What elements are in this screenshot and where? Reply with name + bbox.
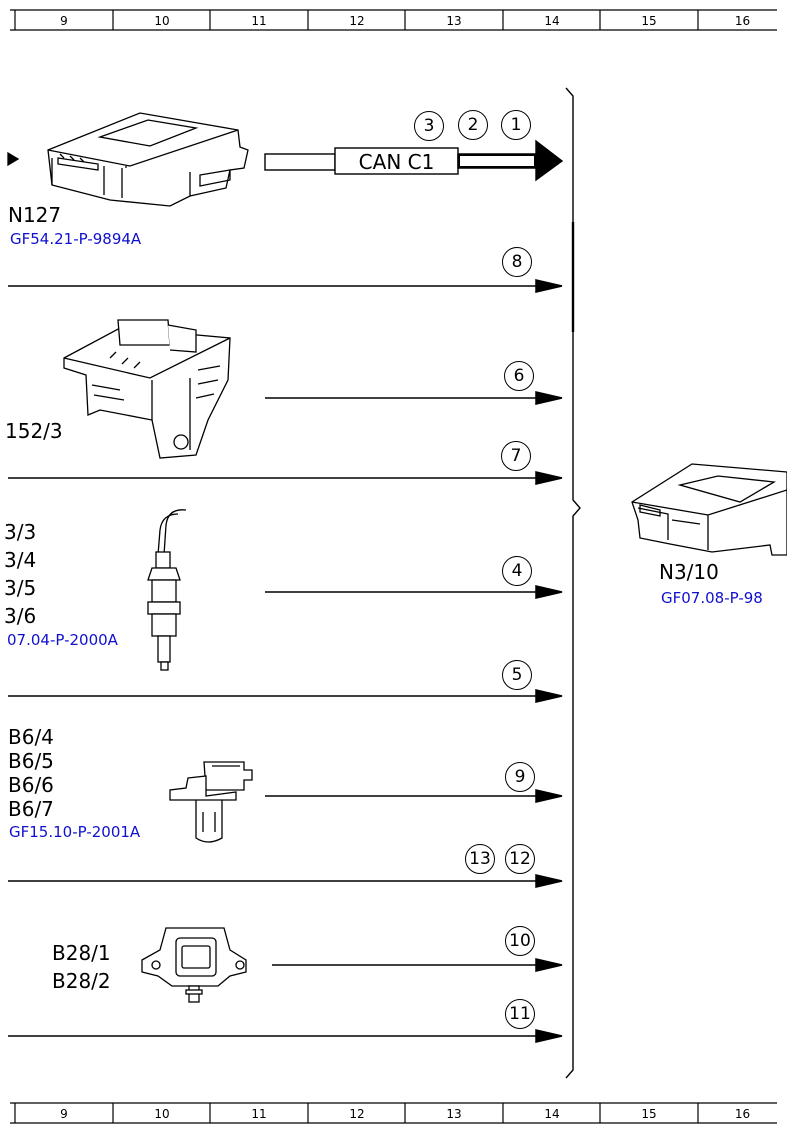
o2-sensor-ref-link[interactable]: 07.04-P-2000A — [7, 631, 118, 649]
can-circle-number: 2 — [458, 110, 488, 140]
ruler-top-col: 13 — [446, 14, 462, 28]
b6-label: B6/6 — [8, 773, 54, 797]
ruler-top-col: 11 — [251, 14, 267, 28]
top-ruler — [10, 9, 777, 31]
can-circle-number: 1 — [501, 110, 531, 140]
can-bus-label: CAN C1 — [358, 150, 435, 174]
signal-circle-number: 13 — [465, 844, 495, 874]
ruler-bottom-col: 14 — [544, 1107, 560, 1121]
camshaft-sensor-icon — [169, 761, 253, 843]
n3-10-control-unit-icon — [631, 463, 787, 556]
n127-ref-link[interactable]: GF54.21-P-9894A — [10, 230, 142, 248]
oxygen-sensor-icon — [147, 509, 187, 671]
b6-ref-link[interactable]: GF15.10-P-2001A — [9, 823, 141, 841]
n127-control-unit-icon — [7, 112, 249, 207]
signal-circle-number: 11 — [505, 999, 535, 1029]
signal-circle-number: 4 — [502, 556, 532, 586]
b28-label: B28/1 — [52, 941, 111, 965]
b28-label: B28/2 — [52, 969, 111, 993]
ruler-top-col: 9 — [60, 14, 68, 28]
b6-label: B6/4 — [8, 725, 54, 749]
b6-label: B6/5 — [8, 749, 54, 773]
n127-label: N127 — [8, 203, 62, 227]
input-bracket — [565, 87, 581, 1079]
n3-10-ref-link[interactable]: GF07.08-P-98 — [661, 589, 763, 607]
signal-arrows — [8, 279, 563, 1043]
pressure-sensor-icon — [141, 927, 247, 1003]
ruler-top-col: 14 — [544, 14, 560, 28]
ruler-top-col: 10 — [154, 14, 170, 28]
ruler-bottom-col: 11 — [251, 1107, 267, 1121]
signal-circle-number: 6 — [504, 361, 534, 391]
n3-10-label: N3/10 — [659, 560, 719, 584]
bottom-ruler — [10, 1102, 777, 1124]
ruler-top-col: 15 — [641, 14, 657, 28]
signal-circle-number: 5 — [502, 660, 532, 690]
ruler-bottom-col: 10 — [154, 1107, 170, 1121]
ruler-top-col: 12 — [349, 14, 365, 28]
can-circle-number: 3 — [414, 111, 444, 141]
o2-sensor-label: 3/6 — [4, 604, 37, 628]
ruler-top-col: 16 — [734, 14, 751, 28]
signal-circle-number: 10 — [505, 926, 535, 956]
signal-circle-number: 7 — [501, 441, 531, 471]
signal-circle-number: 12 — [505, 844, 535, 874]
o2-sensor-label: 3/5 — [4, 576, 37, 600]
signal-circle-number: 8 — [502, 247, 532, 277]
ruler-bottom-col: 9 — [60, 1107, 68, 1121]
n152-3-label: 152/3 — [5, 419, 63, 443]
ruler-bottom-col: 13 — [446, 1107, 462, 1121]
ruler-bottom-col: 16 — [734, 1107, 751, 1121]
n152-3-module-icon — [63, 319, 231, 459]
can-c1-bus-arrow — [264, 139, 564, 182]
ruler-bottom-col: 15 — [641, 1107, 657, 1121]
b6-label: B6/7 — [8, 797, 54, 821]
o2-sensor-label: 3/3 — [4, 520, 37, 544]
o2-sensor-label: 3/4 — [4, 548, 37, 572]
ruler-bottom-col: 12 — [349, 1107, 365, 1121]
signal-circle-number: 9 — [505, 762, 535, 792]
